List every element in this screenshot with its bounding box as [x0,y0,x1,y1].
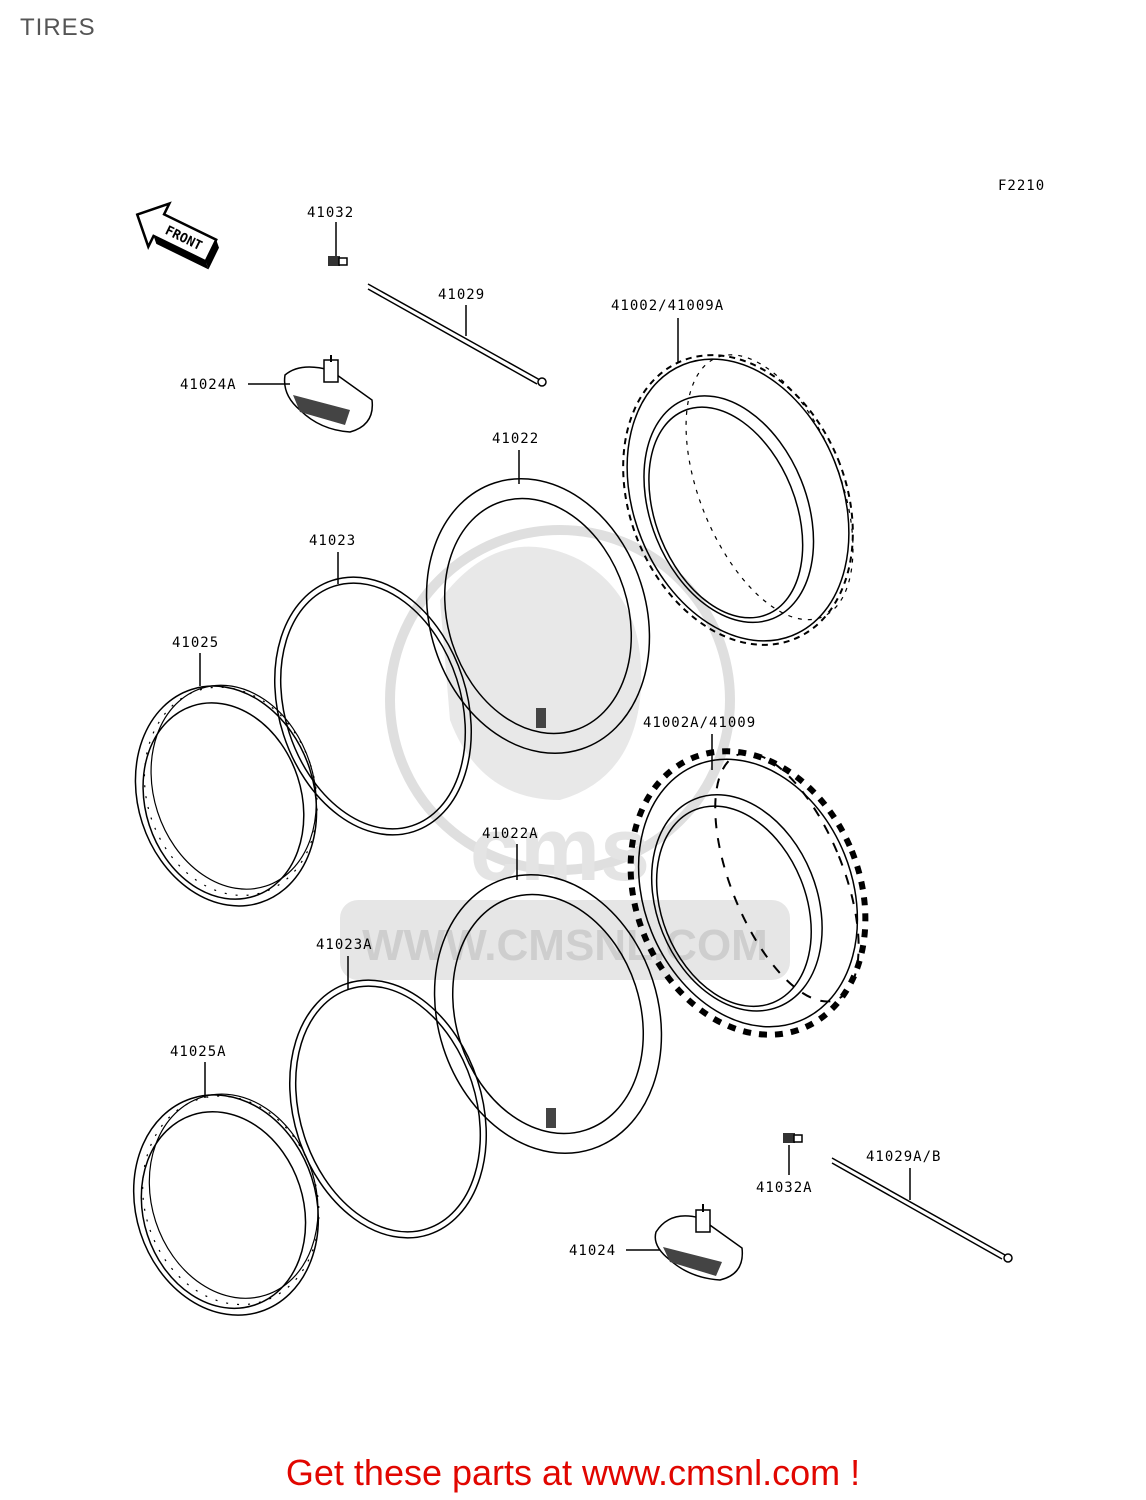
part-label-41022: 41022 [492,431,539,447]
tires-exploded-diagram: WWW.CMSNL.COM cms F2210 FRONT 41032 4102… [132,178,1045,1316]
rear-rim-lock-icon [626,1204,744,1281]
front-rim-icon [134,684,318,907]
front-tire-icon [622,354,854,646]
rear-tire-icon [627,748,869,1038]
rear-spoke-icon [831,1157,1013,1263]
page-title: TIRES [20,14,96,41]
figure-code: F2210 [998,178,1045,194]
part-label-41029AB: 41029A/B [866,1149,941,1165]
part-label-41032: 41032 [307,205,354,221]
part-label-41023A: 41023A [316,937,373,953]
watermark-logo-text: cms [470,800,650,900]
valve-cap-icon [328,222,348,266]
rear-tube-icon [433,873,663,1155]
front-arrow-icon: FRONT [135,201,219,270]
rear-tube-valve-icon [546,1108,556,1128]
part-label-41024: 41024 [569,1243,616,1259]
front-rim-band-icon [273,576,473,836]
part-label-41029: 41029 [438,287,485,303]
spoke-icon [367,283,547,387]
part-label-41025: 41025 [172,635,219,651]
part-label-41023: 41023 [309,533,356,549]
watermark: WWW.CMSNL.COM cms [340,525,790,980]
rear-rim-icon [132,1093,320,1316]
part-label-41025A: 41025A [170,1044,227,1060]
part-label-41022A: 41022A [482,826,539,842]
front-tube-icon [425,477,651,755]
part-label-41032A: 41032A [756,1180,813,1196]
part-label-41002A-41009: 41002A/41009 [643,715,756,731]
part-label-41024A: 41024A [180,377,237,393]
watermark-text: WWW.CMSNL.COM [362,921,768,970]
rear-rim-band-icon [288,979,488,1239]
part-label-41002-41009A: 41002/41009A [611,298,724,314]
rear-valve-cap-icon [783,1133,803,1175]
tube-valve-icon [536,708,546,728]
footer-cta-link[interactable]: Get these parts at www.cmsnl.com ! [285,1452,861,1493]
rim-lock-icon [248,355,374,433]
